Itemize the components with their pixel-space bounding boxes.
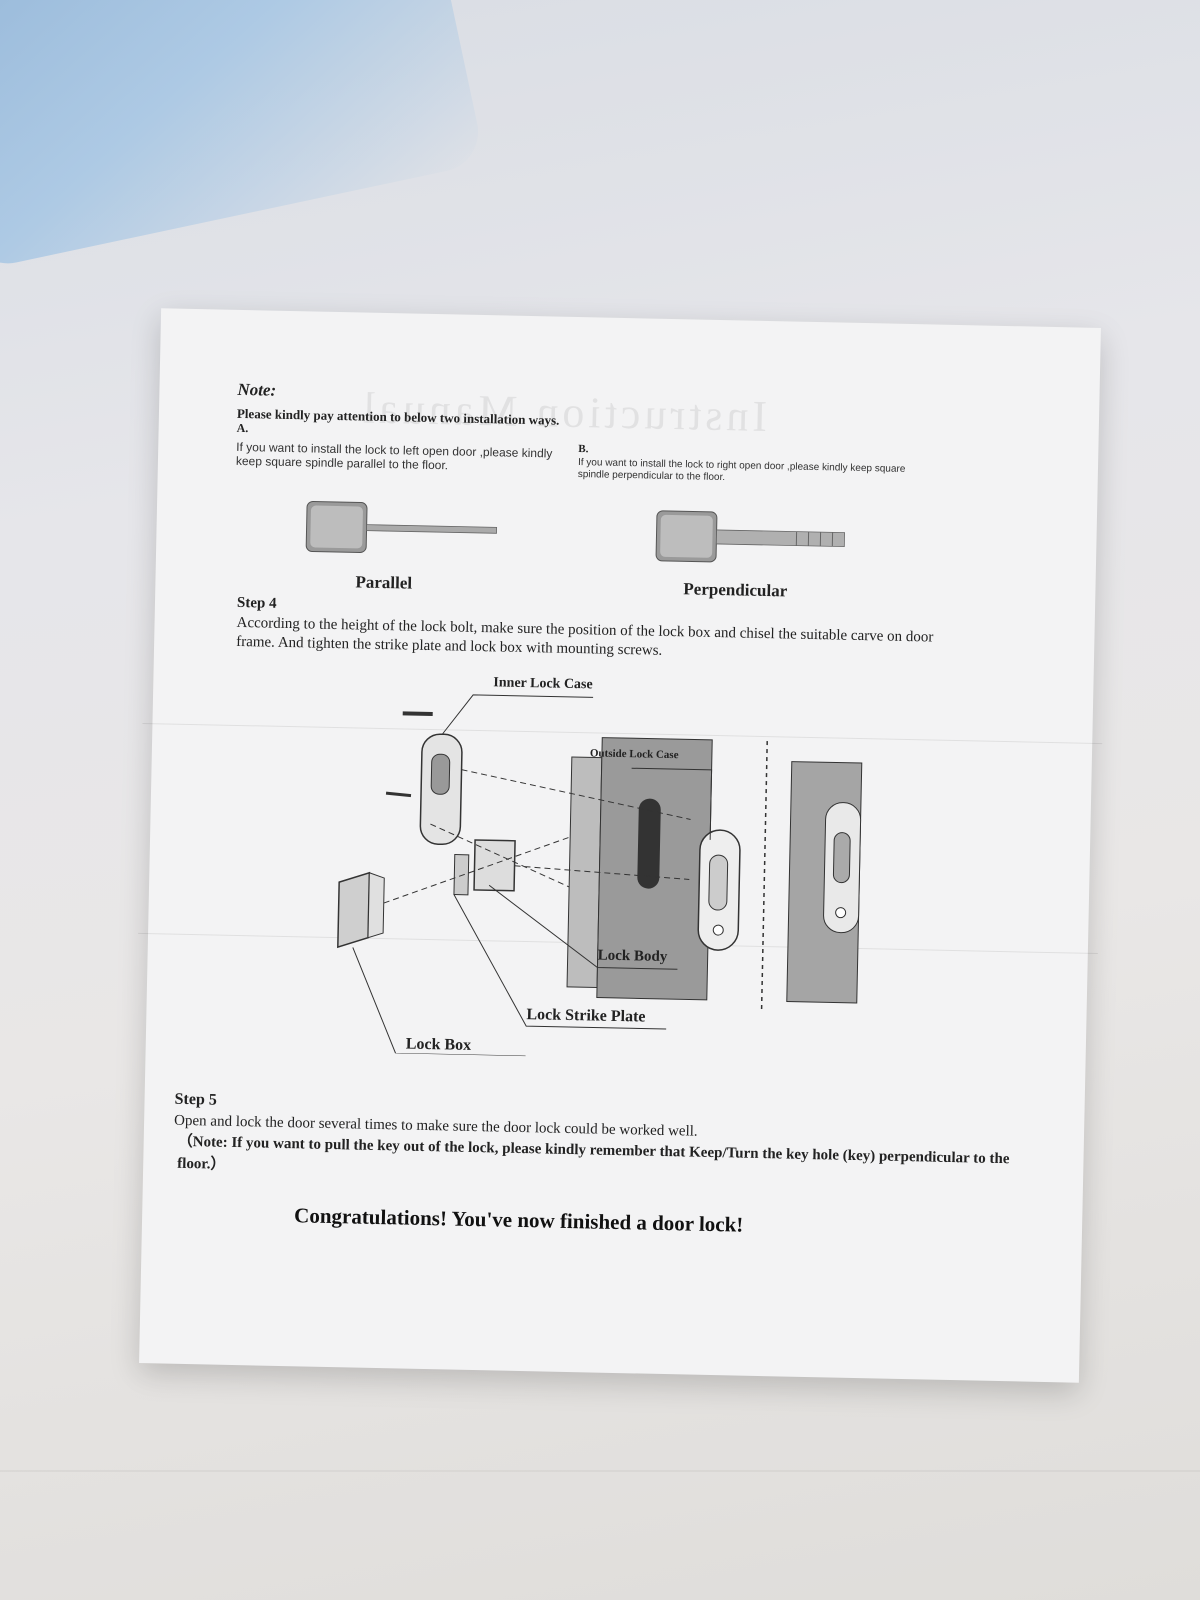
step5-title: Step 5	[174, 1090, 217, 1109]
lock-assembly-diagram: Inner Lock Case Outside Lock Case Lock B…	[266, 671, 924, 1065]
lock-strike-plate-label: Lock Strike Plate	[526, 1006, 646, 1026]
parallel-caption: Parallel	[355, 572, 413, 593]
option-b-text: If you want to install the lock to right…	[577, 457, 906, 484]
step4-title: Step 4	[236, 594, 277, 612]
outside-lock-case-label: Outside Lock Case	[589, 747, 679, 762]
perpendicular-caption: Perpendicular	[683, 579, 788, 601]
lock-body-label: Lock Body	[597, 947, 668, 966]
fabric-crease	[0, 1470, 1200, 1472]
note-title: Note:	[237, 379, 277, 400]
perpendicular-spindle-illustration	[655, 510, 846, 563]
option-b-label: B.	[578, 443, 589, 456]
inner-lock-case-label: Inner Lock Case	[493, 675, 593, 693]
blue-fabric	[0, 0, 486, 271]
parallel-spindle-illustration	[305, 500, 498, 553]
assembly-drawing	[337, 694, 863, 1057]
step4-text: According to the height of the lock bolt…	[236, 614, 934, 659]
option-a-label: A.	[236, 420, 249, 436]
option-a-text: If you want to install the lock to left …	[235, 439, 553, 473]
lock-box-label: Lock Box	[405, 1035, 472, 1054]
congratulations-message: Congratulations! You've now finished a d…	[293, 1203, 744, 1237]
instruction-sheet: Instruction Manual Note: Please kindly p…	[138, 308, 1103, 1383]
